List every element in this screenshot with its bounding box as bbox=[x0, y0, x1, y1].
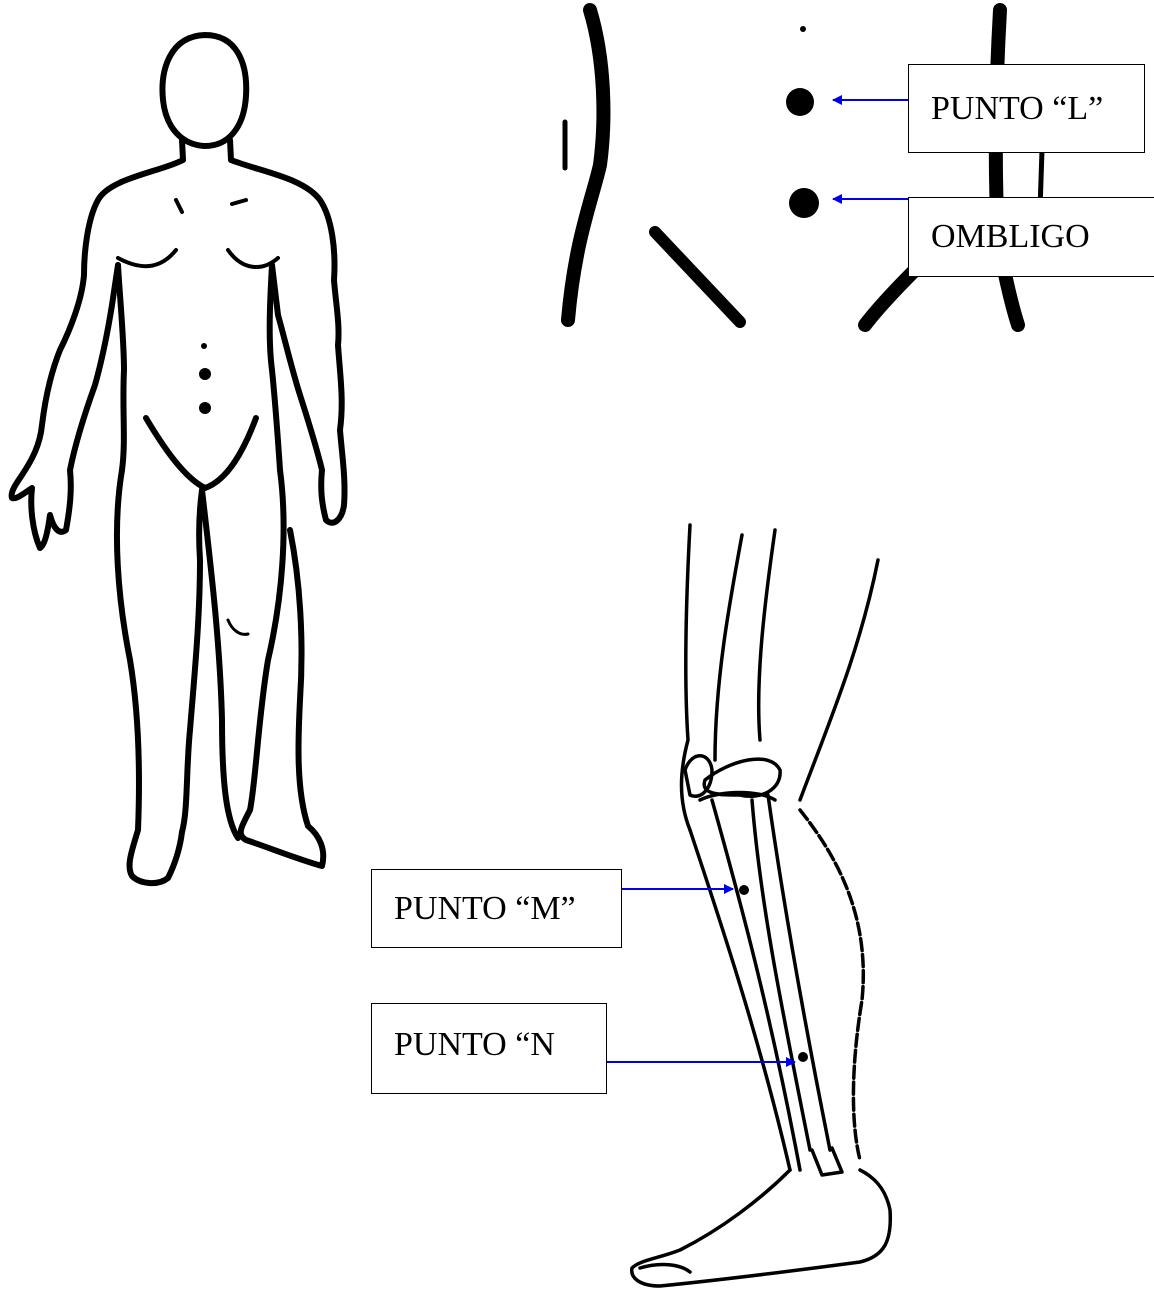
leg-knee-joint bbox=[704, 759, 780, 796]
label-point-l-text: PUNTO “L” bbox=[931, 90, 1103, 128]
abdomen-left-curve bbox=[568, 10, 603, 320]
body-groin bbox=[146, 418, 256, 488]
abdomen-right-line bbox=[996, 10, 1018, 325]
label-point-m: PUNTO “M” bbox=[371, 869, 622, 948]
label-point-l: PUNTO “L” bbox=[908, 64, 1145, 153]
leg-drawing bbox=[632, 525, 891, 1286]
body-dot-upper bbox=[201, 343, 207, 349]
abdomen-dot-top bbox=[800, 26, 806, 32]
leg-ankle-bone bbox=[812, 1148, 842, 1175]
body-knee-mark bbox=[228, 620, 248, 634]
label-navel-text: OMBLIGO bbox=[931, 218, 1090, 256]
body-points bbox=[199, 343, 211, 414]
body-pec-left bbox=[118, 250, 176, 266]
leg-foot bbox=[632, 1170, 891, 1286]
body-head bbox=[162, 35, 246, 146]
abdomen-dot-navel bbox=[789, 188, 819, 218]
body-torso-left bbox=[118, 265, 124, 470]
body-inner-leg-left bbox=[202, 490, 238, 838]
leg-calf bbox=[800, 810, 863, 1160]
body-pec-right bbox=[228, 250, 278, 267]
leg-thigh-front bbox=[800, 560, 878, 800]
leg-tibia-a bbox=[690, 830, 790, 1170]
body-right-leg bbox=[241, 470, 323, 866]
body-dot-l bbox=[199, 368, 211, 380]
leg-femur-a bbox=[715, 535, 742, 760]
label-point-m-text: PUNTO “M” bbox=[394, 890, 576, 928]
body-left-leg bbox=[117, 470, 202, 883]
body-dot-navel bbox=[199, 402, 211, 414]
body-collar-left bbox=[176, 200, 182, 212]
leg-femur-b bbox=[759, 530, 775, 740]
label-navel: OMBLIGO bbox=[908, 197, 1154, 277]
body-outline bbox=[12, 35, 345, 883]
leg-dot-m bbox=[739, 885, 749, 895]
leg-toe bbox=[640, 1265, 690, 1272]
leg-fibula-a bbox=[752, 800, 810, 1150]
abdomen-points bbox=[786, 26, 819, 218]
body-right-side bbox=[230, 140, 345, 523]
label-point-n-text: PUNTO “N bbox=[394, 1026, 555, 1064]
abdomen-diag-left bbox=[655, 232, 740, 322]
abdomen-diag-right bbox=[865, 270, 915, 325]
abdomen-closeup bbox=[565, 10, 1042, 325]
body-collar-right bbox=[232, 200, 246, 204]
label-point-n: PUNTO “N bbox=[371, 1003, 607, 1094]
leg-dot-n bbox=[798, 1052, 808, 1062]
body-left-side bbox=[12, 140, 183, 548]
abdomen-dot-l bbox=[786, 88, 814, 116]
